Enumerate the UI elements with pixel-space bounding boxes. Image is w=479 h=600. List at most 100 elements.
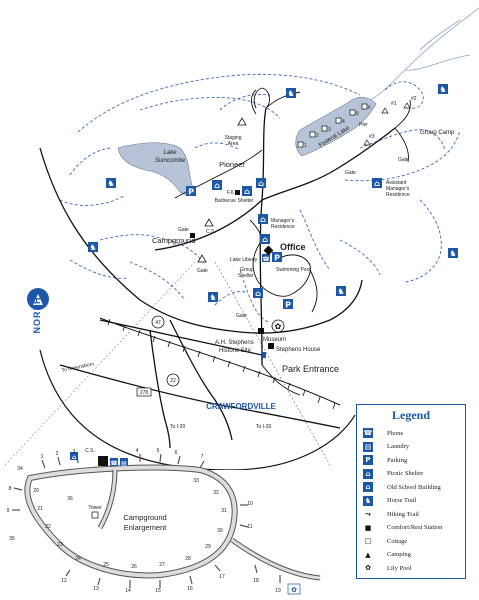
svg-text:⌂: ⌂ [72, 454, 76, 461]
cottage-6 [361, 103, 368, 110]
campsite-number-4: 4 [136, 448, 139, 454]
entrance-marker [262, 352, 266, 358]
svg-text:⌂: ⌂ [374, 179, 380, 188]
svg-text:♞: ♞ [337, 287, 344, 296]
route-278-label: 278 [140, 390, 149, 396]
campsite-number-3: 3 [73, 449, 76, 455]
campsite-number-26: 26 [131, 564, 137, 570]
phone-icon-lower: ☎ [110, 458, 118, 467]
cottage-number-4: 4 [342, 119, 345, 125]
campsite-number-18: 18 [253, 578, 259, 584]
cottage-number-3: 3 [328, 127, 331, 133]
horse-trail-icon: ♞ [363, 495, 373, 506]
picnic-shelter-icon-3: ⌂ [258, 214, 268, 224]
campsite-number-27: 27 [159, 562, 165, 568]
picnic-shelter-icon-6: ⌂ [372, 178, 382, 188]
campsite-number-20: 20 [33, 488, 39, 494]
comfort-station-office [263, 245, 274, 256]
svg-text:☎: ☎ [110, 460, 118, 467]
svg-text:♞: ♞ [89, 243, 96, 252]
campsite-number-24: 24 [75, 556, 81, 562]
gate-label-1: Gate [178, 227, 189, 233]
gate-label-3: Gate [236, 313, 247, 319]
cottage-number-1: 1 [304, 143, 307, 149]
campsite-number-19: 19 [275, 588, 281, 594]
legend-label: Laundry [387, 443, 410, 450]
laundry-icon: ▤ [363, 441, 373, 452]
park-entrance-label: Park Entrance [282, 364, 339, 374]
campsite-number-15: 15 [155, 588, 161, 594]
cottage-4 [335, 117, 342, 124]
campsite-number-28: 28 [185, 556, 191, 562]
legend-row-picnic-shelter: ⌂Picnic Shelter [363, 468, 423, 480]
museum-label: Museum [263, 337, 286, 343]
svg-text:⌂: ⌂ [260, 215, 266, 224]
ah-stephens-label: A.H. Stephens [215, 340, 254, 346]
gate-label-5: Gate [345, 170, 356, 176]
camping-icon: ▲ [365, 550, 371, 559]
legend-row-camping: ▲ Camping [363, 549, 411, 561]
lily-pool-icon: ✿ [365, 564, 371, 572]
park-roads [39, 89, 411, 361]
horse-trail-icon-2: ♞ [438, 84, 448, 94]
hiking-trail-icon: ⤳ [365, 509, 371, 518]
legend-row-phone: ☎ Phone [363, 427, 403, 439]
group-shelter-label: Group [240, 267, 254, 273]
cs-lower-label: C.S. [85, 448, 95, 454]
tower: Tower [88, 505, 102, 519]
svg-text:☎: ☎ [262, 256, 270, 263]
campsite-number-25: 25 [103, 562, 109, 568]
picnic-shelter-icon-lower: ⌂ [70, 452, 78, 461]
pioneer-label: Pioneer [219, 160, 245, 169]
highways [59, 319, 341, 449]
picnic-shelter-icon-2: ⌂ [256, 178, 266, 188]
campsite-number-11: 11 [247, 524, 252, 530]
campsite-number-9: 9 [7, 508, 10, 514]
group-shelter-label-2: Shelter [238, 273, 254, 279]
staging-area-loop [253, 87, 270, 109]
asst-managers-label-2: Manager's [386, 186, 410, 192]
crawfordville-boundary [39, 349, 356, 471]
managers-residence-label-2: Residence [271, 224, 295, 230]
campground-enlargement-title: Campground [123, 513, 166, 522]
enlargement-guides [4, 261, 331, 466]
legend-title: Legend [391, 408, 430, 422]
campsite-number-32: 32 [213, 490, 219, 496]
phone-icon-office: ☎ [262, 254, 270, 263]
horse-trail-icon-5: ♞ [208, 292, 218, 302]
legend-label: Phone [387, 429, 404, 437]
svg-text:▤: ▤ [121, 460, 127, 467]
horse-trail-icon-6: ♞ [336, 286, 346, 296]
laundry-icon-lower: ▤ [120, 458, 128, 467]
camping-icon-staging [237, 117, 247, 126]
comfort-station-campground [190, 233, 195, 238]
railroad [99, 317, 341, 410]
museum-building [258, 328, 264, 334]
svg-text:♞: ♞ [107, 179, 114, 188]
svg-text:♞: ♞ [209, 293, 216, 302]
campsite-number-21: 21 [37, 506, 43, 512]
legend-label: Camping [387, 551, 411, 558]
legend-row-old-school-building: ⌂Old School Building [363, 481, 441, 493]
svg-text:⌂: ⌂ [258, 179, 264, 188]
lily-pool-icon [271, 319, 285, 333]
lake-sumcombe-label: Lake [163, 150, 177, 156]
route-47-label: 47 [155, 320, 161, 326]
campsite-number-10: 10 [247, 501, 253, 507]
to-i20-right-label: To I-20 [256, 424, 272, 430]
barbecue-shelter-label: Barbecue Shelter [215, 198, 254, 204]
phone-icon: ☎ [363, 428, 373, 438]
legend-label: Old School Building [387, 483, 441, 491]
route-shield-278: 278 [136, 387, 152, 397]
legend-label: Comfort/Rest Station [387, 524, 443, 531]
campsite-number-35: 35 [9, 536, 15, 542]
lake-liberty-label: Lake Liberty [230, 257, 258, 263]
group-site-number: #3 [369, 134, 375, 140]
tower-label: Tower [88, 505, 102, 511]
svg-text:♞: ♞ [439, 85, 446, 94]
campsite-number-6: 6 [175, 450, 178, 456]
gate-label-2: Gate [197, 268, 208, 274]
stephens-house-building [268, 343, 274, 349]
